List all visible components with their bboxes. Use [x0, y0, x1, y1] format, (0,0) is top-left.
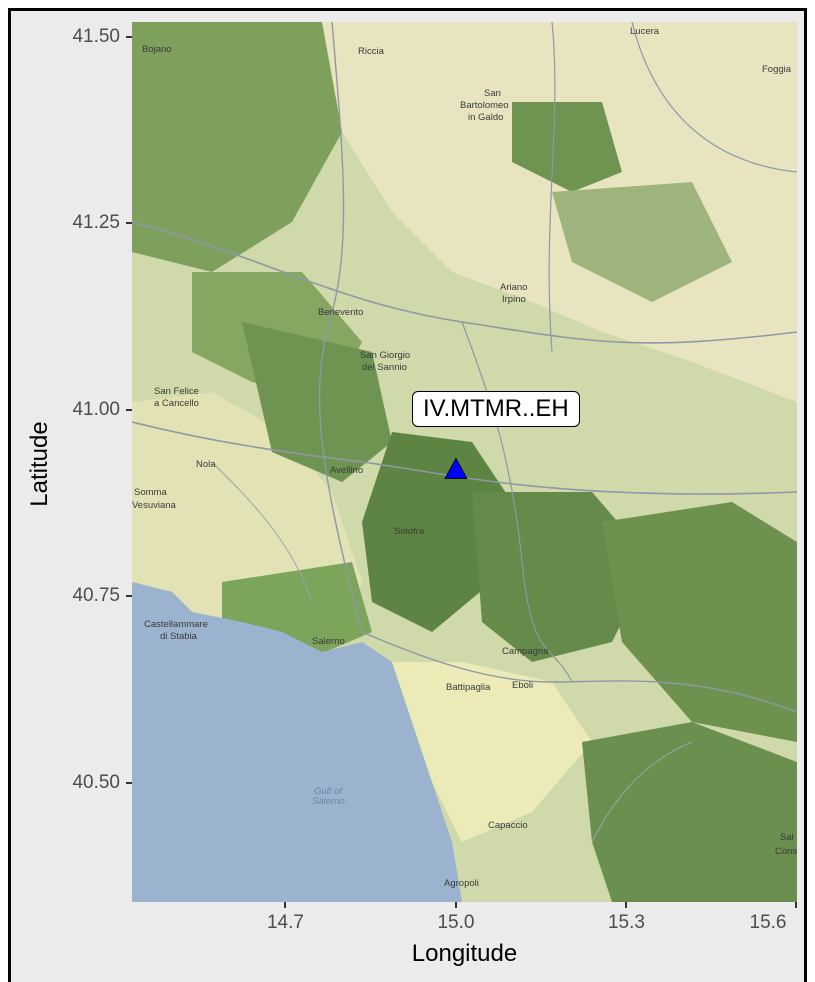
place-label: San Felice [154, 386, 199, 397]
place-label: San [484, 88, 501, 99]
place-label: Gulf of [314, 786, 343, 797]
place-label: Eboli [512, 680, 533, 691]
place-label: Nola [196, 459, 216, 470]
road-3 [318, 22, 363, 633]
y-tick-label: 41.50 [72, 25, 120, 47]
x-tick-label: 15.0 [437, 912, 475, 933]
place-label: Avellino [330, 465, 363, 476]
place-label: del Sannio [362, 362, 407, 373]
place-label: Foggia [762, 64, 792, 75]
place-label: Battipaglia [446, 682, 491, 693]
place-label: Campagna [502, 646, 549, 657]
place-label: Salerno [312, 796, 345, 807]
y-tick-label: 41.00 [72, 398, 120, 420]
gulf-of-naples-sea [132, 582, 192, 622]
terrain-map: Bojano Riccia Lucera Foggia San Bartolom… [132, 22, 797, 902]
forest-partenio [242, 322, 392, 482]
y-tick-label: 41.25 [72, 212, 120, 234]
forest-picentini-west [362, 432, 512, 632]
y-tick-mark [126, 408, 132, 411]
place-label: Salerno [312, 636, 345, 647]
x-axis-title: Longitude [411, 940, 518, 967]
basemap[interactable]: Bojano Riccia Lucera Foggia San Bartolom… [132, 22, 797, 902]
station-triangle-marker[interactable] [444, 457, 468, 479]
road-5 [461, 321, 573, 683]
place-label: Solofra [394, 526, 425, 537]
y-tick-label: 40.75 [72, 585, 120, 607]
road-2 [132, 421, 797, 495]
y-tick-mark [126, 35, 132, 38]
road-6 [548, 22, 556, 353]
place-label: Bartolomeo [460, 100, 509, 111]
road-4 [361, 631, 797, 713]
road-9 [591, 741, 693, 843]
sele-plain [382, 662, 592, 842]
place-label: Benevento [318, 307, 363, 318]
forest-fortore [512, 102, 622, 192]
y-tick-label: 40.50 [72, 771, 120, 793]
place-label: San Giorgio [360, 350, 410, 361]
place-label: Consi [775, 846, 797, 857]
place-label: di Stabia [160, 631, 198, 642]
place-label: Castellammare [144, 619, 208, 630]
x-tick-label: 15.3 [607, 912, 645, 933]
place-label: Somma [134, 487, 167, 498]
place-label: Bojano [142, 44, 172, 55]
road-7 [631, 22, 797, 173]
x-tick-label: 15.6 [749, 912, 787, 933]
forest-east [602, 502, 797, 742]
x-tick-mark [625, 902, 628, 908]
forest-ariano [552, 182, 732, 302]
place-label: Capaccio [488, 820, 528, 831]
place-labels: Bojano Riccia Lucera Foggia San Bartolom… [132, 26, 797, 889]
place-label: Vesuviana [132, 500, 177, 511]
forest-cilento [582, 722, 797, 902]
y-tick-mark [126, 595, 132, 598]
place-label: Agropoli [444, 878, 479, 889]
y-tick-mark [126, 222, 132, 225]
place-label: Sal [780, 832, 794, 843]
y-axis-title: Latitude [26, 421, 53, 507]
gulf-of-salerno-sea [132, 582, 462, 902]
y-tick-mark [126, 781, 132, 784]
place-label: Riccia [358, 46, 385, 57]
forest-northwest [132, 22, 342, 272]
place-label: in Galdo [468, 112, 503, 123]
place-label: Lucera [630, 26, 660, 37]
x-tick-mark [284, 902, 287, 908]
place-label: Irpino [502, 294, 526, 305]
x-tick-mark [454, 902, 457, 908]
road-8 [211, 461, 313, 603]
place-label: a Cancello [154, 398, 199, 409]
x-tick-label: 14.7 [266, 912, 304, 933]
place-label: Ariano [500, 282, 527, 293]
station-label: IV.MTMR..EH [411, 391, 580, 428]
x-tick-mark [795, 902, 797, 908]
